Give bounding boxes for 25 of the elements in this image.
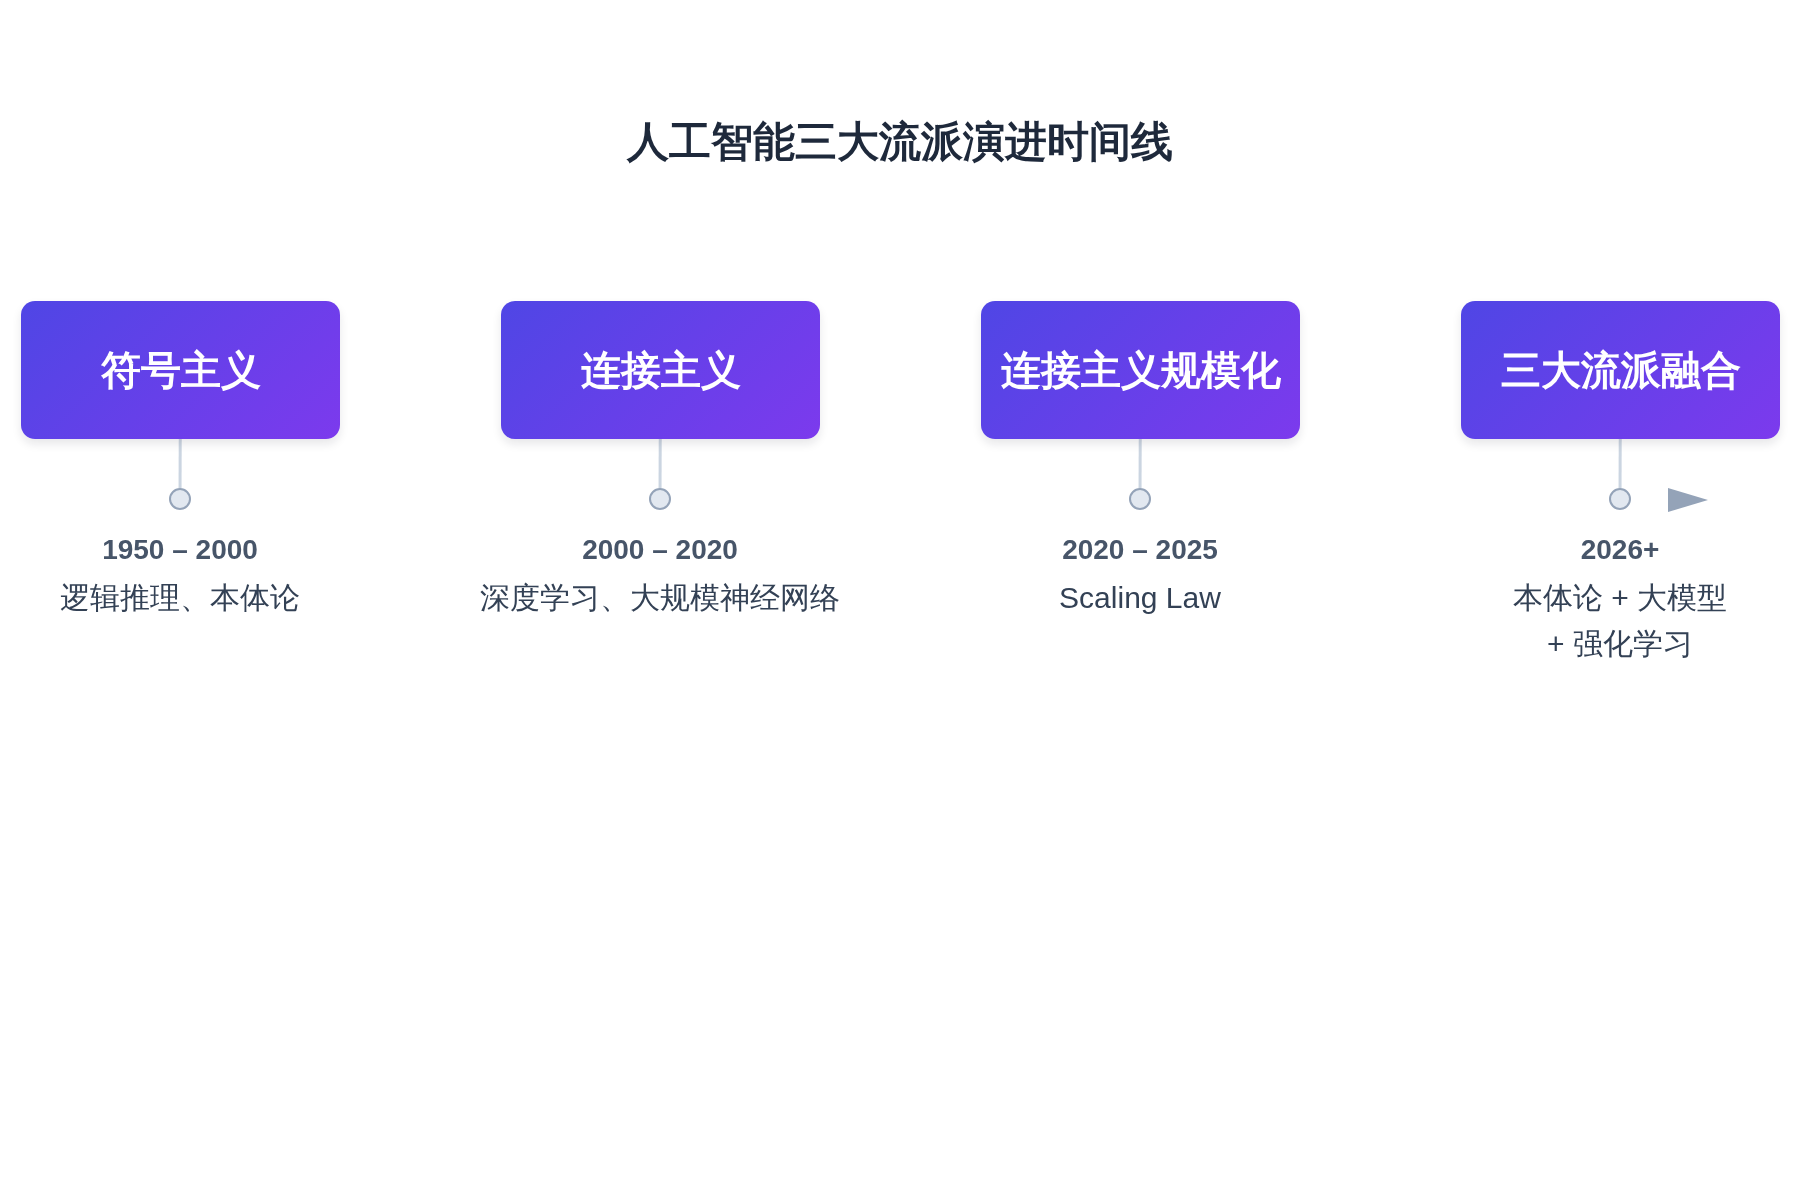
- timeline-marker: [169, 488, 191, 510]
- date-range: 1950 – 2000: [102, 533, 258, 567]
- phase-box: [981, 301, 1300, 439]
- phase-box: [1461, 301, 1780, 439]
- phase-title: 符号主义: [100, 347, 261, 394]
- diagram-title: 人工智能三大流派演进时间线: [627, 117, 1173, 167]
- date-range: 2000 – 2020: [582, 533, 738, 567]
- connector-line: [1618, 439, 1622, 488]
- connector-line: [658, 439, 662, 488]
- phase-title: 三大流派融合: [1500, 347, 1741, 394]
- phase-box: [21, 301, 340, 439]
- timeline-marker: [649, 488, 671, 510]
- phase-title: 连接主义规模化: [1000, 347, 1281, 394]
- description-text: 逻辑推理、本体论: [60, 580, 300, 616]
- description-text: 本体论 + 大模型 + 强化学习: [1511, 580, 1729, 662]
- timeline-marker: [1609, 488, 1631, 510]
- connector-line: [178, 439, 182, 488]
- description-text: 深度学习、大规模神经网络: [480, 580, 840, 616]
- phase-box: [501, 301, 820, 439]
- description-text: Scaling Law: [1059, 580, 1221, 616]
- connector-line: [1138, 439, 1142, 488]
- phase-title: 连接主义: [580, 347, 741, 394]
- timeline-marker: [1129, 488, 1151, 510]
- date-range: 2020 – 2025: [1062, 533, 1218, 567]
- date-range: 2026+: [1580, 533, 1660, 567]
